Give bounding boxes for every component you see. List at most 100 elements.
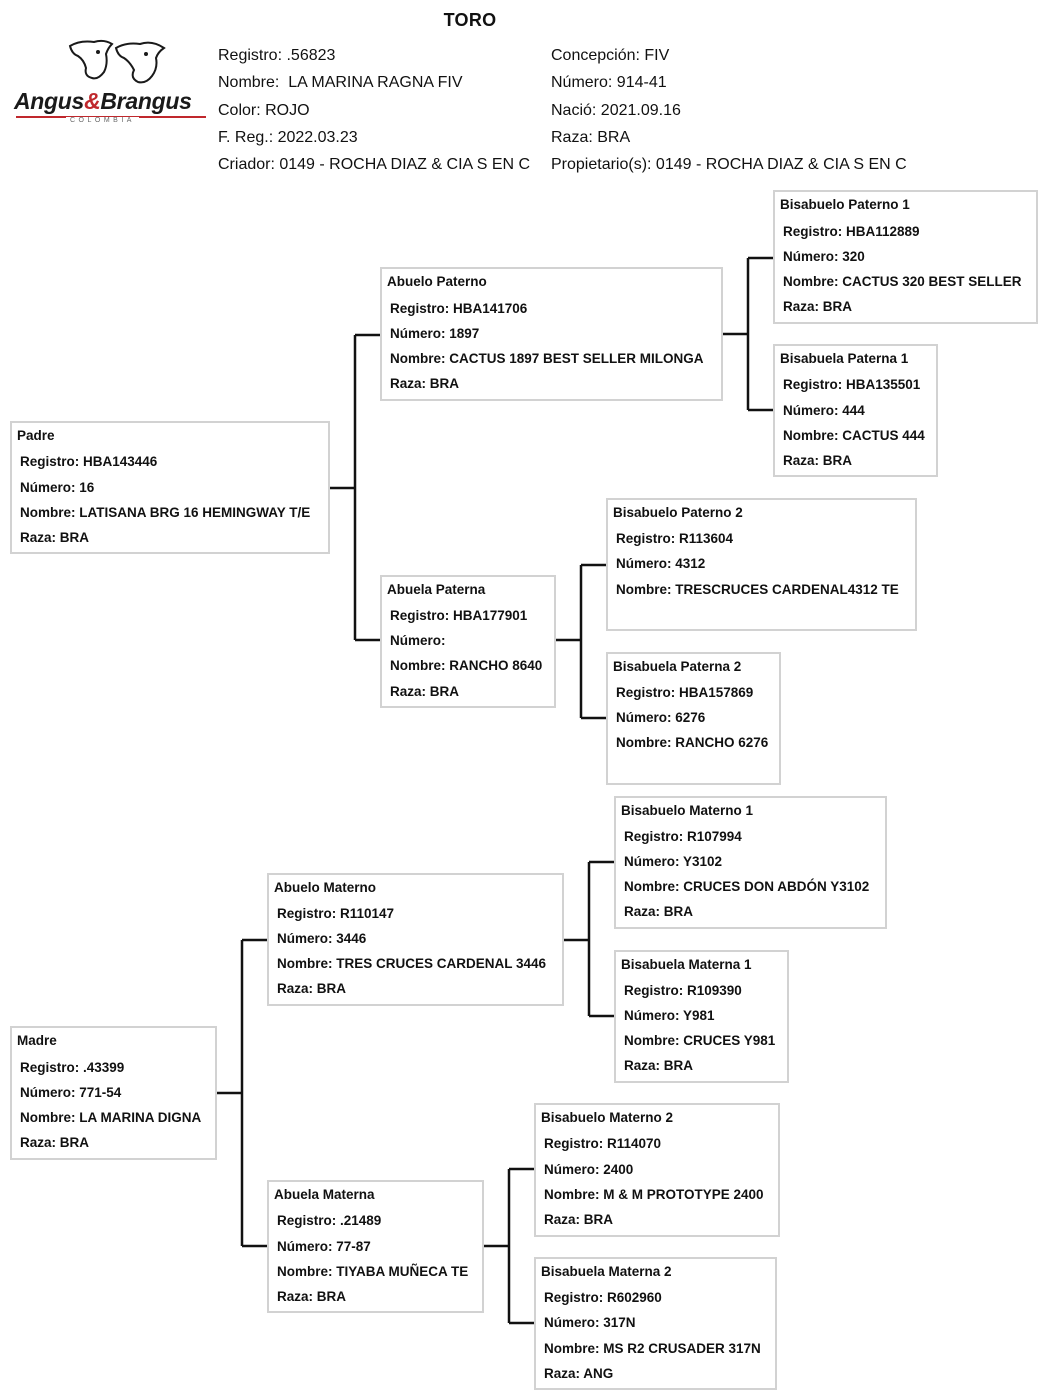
header-f-reg: F. Reg.: 2022.03.23 [218, 128, 358, 146]
box-bisabuelo-materno-2: Bisabuelo Materno 2 Registro: R114070 Nú… [534, 1103, 780, 1237]
box-bisabuela-materna-1: Bisabuela Materna 1 Registro: R109390 Nú… [614, 950, 789, 1083]
box-bisabuela-paterna-1: Bisabuela Paterna 1 Registro: HBA135501 … [773, 344, 938, 477]
box-title: Abuelo Paterno [387, 274, 487, 289]
box-title: Bisabuelo Materno 1 [621, 803, 754, 818]
box-title: Bisabuela Paterna 1 [780, 351, 909, 366]
box-raza: Raza: BRA [624, 904, 694, 919]
logo-country: COLOMBIA [66, 117, 139, 124]
box-registro: Registro: .21489 [277, 1213, 382, 1228]
box-numero: Número: 2400 [544, 1162, 634, 1177]
header-propietario: Propietario(s): 0149 - ROCHA DIAZ & CIA … [551, 156, 907, 174]
box-title: Abuela Paterna [387, 582, 486, 597]
box-numero: Número: [390, 633, 446, 648]
cattle-heads-icon [68, 39, 166, 84]
box-nombre: Nombre: RANCHO 8640 [390, 658, 543, 673]
box-bisabuelo-paterno-2: Bisabuelo Paterno 2 Registro: R113604 Nú… [606, 498, 917, 631]
box-raza: Raza: BRA [20, 530, 90, 545]
box-numero: Número: 77-87 [277, 1239, 371, 1254]
box-title: Abuela Materna [274, 1187, 375, 1202]
box-title: Bisabuela Materna 2 [541, 1264, 672, 1279]
box-registro: Registro: R110147 [277, 906, 395, 921]
box-title: Padre [17, 428, 55, 443]
box-bisabuela-paterna-2: Bisabuela Paterna 2 Registro: HBA157869 … [606, 652, 781, 785]
box-numero: Número: 6276 [616, 710, 706, 725]
box-abuela-materna: Abuela Materna Registro: .21489 Número: … [267, 1180, 484, 1313]
box-nombre: Nombre: CACTUS 320 BEST SELLER [783, 274, 1022, 289]
box-raza: Raza: BRA [624, 1058, 694, 1073]
box-registro: Registro: R602960 [544, 1290, 662, 1305]
box-title: Bisabuelo Materno 2 [541, 1110, 674, 1125]
box-numero: Número: 320 [783, 249, 865, 264]
box-numero: Número: 1897 [390, 326, 480, 341]
box-abuela-paterna: Abuela Paterna Registro: HBA177901 Númer… [380, 575, 556, 708]
box-nombre: Nombre: CACTUS 1897 BEST SELLER MILONGA [390, 351, 704, 366]
box-nombre: Nombre: LA MARINA DIGNA [20, 1110, 202, 1125]
box-nombre: Nombre: M & M PROTOTYPE 2400 [544, 1187, 764, 1202]
box-nombre: Nombre: TIYABA MUÑECA TE [277, 1264, 469, 1279]
box-bisabuelo-materno-1: Bisabuelo Materno 1 Registro: R107994 Nú… [614, 796, 887, 929]
box-registro: Registro: HBA177901 [390, 608, 528, 623]
box-title: Abuelo Materno [274, 880, 377, 895]
box-registro: Registro: R107994 [624, 829, 742, 844]
box-numero: Número: 4312 [616, 556, 706, 571]
box-abuelo-paterno: Abuelo Paterno Registro: HBA141706 Númer… [380, 267, 723, 401]
box-raza: Raza: BRA [783, 453, 853, 468]
logo-wordmark: Angus&Brangus [14, 88, 192, 114]
box-numero: Número: 317N [544, 1315, 636, 1330]
header-raza: Raza: BRA [551, 128, 631, 146]
box-numero: Número: Y981 [624, 1008, 715, 1023]
header-right-column: Concepción: FIV Número: 914-41 Nació: 20… [551, 42, 907, 178]
angus-brangus-logo: Angus&Brangus COLOMBIA [14, 38, 210, 128]
box-numero: Número: 771-54 [20, 1085, 122, 1100]
box-raza: Raza: BRA [390, 684, 460, 699]
box-registro: Registro: HBA112889 [783, 224, 920, 239]
box-registro: Registro: HBA157869 [616, 685, 754, 700]
document-title: TORO [443, 10, 497, 30]
box-registro: Registro: .43399 [20, 1060, 125, 1075]
box-registro: Registro: R109390 [624, 983, 742, 998]
box-numero: Número: 3446 [277, 931, 367, 946]
header-concepcion: Concepción: FIV [551, 47, 670, 64]
box-nombre: Nombre: CACTUS 444 [783, 428, 925, 443]
box-registro: Registro: HBA135501 [783, 377, 921, 392]
box-raza: Raza: BRA [20, 1135, 90, 1150]
box-nombre: Nombre: MS R2 CRUSADER 317N [544, 1341, 761, 1356]
header-left-column: Registro: .56823 Nombre: LA MARINA RAGNA… [218, 42, 530, 178]
box-raza: Raza: BRA [277, 981, 347, 996]
box-registro: Registro: R113604 [616, 531, 734, 546]
box-nombre: Nombre: LATISANA BRG 16 HEMINGWAY T/E [20, 505, 311, 520]
box-title: Madre [17, 1033, 57, 1048]
header-color: Color: ROJO [218, 101, 310, 119]
box-abuelo-materno: Abuelo Materno Registro: R110147 Número:… [267, 873, 564, 1006]
box-padre: Padre Registro: HBA143446 Número: 16 Nom… [10, 421, 330, 554]
header-nombre: Nombre: LA MARINA RAGNA FIV [218, 74, 463, 92]
header-nacio: Nació: 2021.09.16 [551, 101, 681, 119]
box-bisabuela-materna-2: Bisabuela Materna 2 Registro: R602960 Nú… [534, 1257, 777, 1390]
box-raza: Raza: ANG [544, 1366, 614, 1381]
header-registro: Registro: .56823 [218, 47, 336, 64]
box-title: Bisabuela Paterna 2 [613, 659, 742, 674]
box-nombre: Nombre: CRUCES Y981 [624, 1033, 776, 1048]
box-bisabuelo-paterno-1: Bisabuelo Paterno 1 Registro: HBA112889 … [773, 190, 1038, 324]
box-nombre: Nombre: RANCHO 6276 [616, 735, 769, 750]
box-raza: Raza: BRA [390, 376, 460, 391]
header-criador: Criador: 0149 - ROCHA DIAZ & CIA S EN C [218, 156, 531, 174]
box-nombre: Nombre: CRUCES DON ABDÓN Y3102 [624, 879, 870, 894]
box-raza: Raza: BRA [783, 299, 853, 314]
box-title: Bisabuela Materna 1 [621, 957, 752, 972]
box-registro: Registro: R114070 [544, 1136, 662, 1151]
box-raza: Raza: BRA [277, 1289, 347, 1304]
box-registro: Registro: HBA143446 [20, 454, 158, 469]
box-madre: Madre Registro: .43399 Número: 771-54 No… [10, 1026, 217, 1160]
box-title: Bisabuelo Paterno 1 [780, 197, 910, 212]
box-nombre: Nombre: TRES CRUCES CARDENAL 3446 [277, 956, 547, 971]
box-numero: Número: Y3102 [624, 854, 723, 869]
box-numero: Número: 16 [20, 480, 95, 495]
box-title: Bisabuelo Paterno 2 [613, 505, 743, 520]
header-numero: Número: 914-41 [551, 74, 667, 92]
box-numero: Número: 444 [783, 403, 865, 418]
box-registro: Registro: HBA141706 [390, 301, 528, 316]
box-raza: Raza: BRA [544, 1212, 614, 1227]
box-nombre: Nombre: TRESCRUCES CARDENAL4312 TE [616, 582, 899, 597]
